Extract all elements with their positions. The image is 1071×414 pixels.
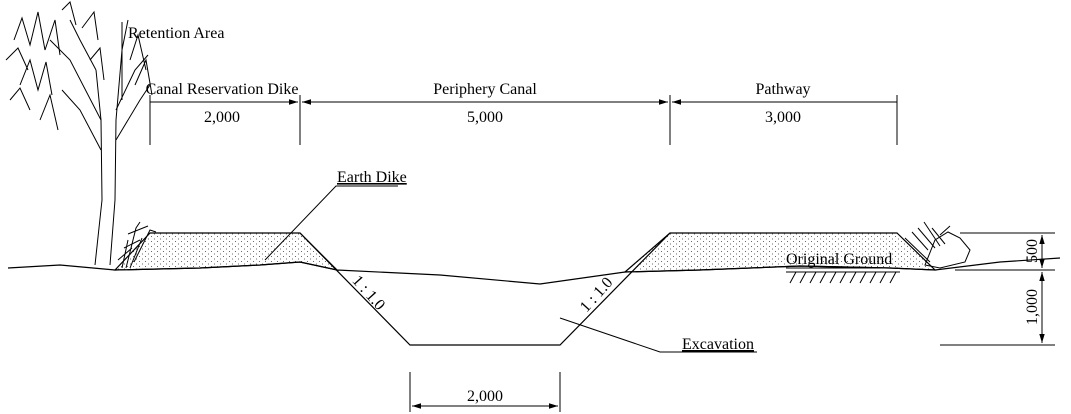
slope-left-label: 1 : 1.0 bbox=[348, 272, 388, 313]
bottom-dimension-lines bbox=[409, 372, 561, 412]
excavation-label: Excavation bbox=[682, 336, 754, 353]
ground-hatching bbox=[786, 271, 900, 284]
tree-icon bbox=[5, 1, 153, 266]
canal-depth-value: 1,000 bbox=[1024, 289, 1041, 325]
pathway-label: Pathway bbox=[755, 81, 810, 98]
right-dimension-lines bbox=[940, 232, 1055, 346]
earth-dike-leader bbox=[264, 185, 398, 261]
bush-right-icon bbox=[904, 221, 971, 269]
dike-height-value: 500 bbox=[1024, 239, 1041, 263]
bottom-width-value: 2,000 bbox=[467, 388, 503, 405]
pathway-width-value: 3,000 bbox=[765, 109, 801, 126]
retention-area-label: Retention Area bbox=[128, 25, 224, 42]
original-ground-line bbox=[7, 257, 1061, 285]
canal-reservation-dike-label: Canal Reservation Dike bbox=[146, 81, 299, 98]
excavation-leader bbox=[559, 317, 757, 353]
original-ground-label: Original Ground bbox=[786, 251, 892, 268]
slope-right-label: 1 : 1.0 bbox=[577, 274, 617, 315]
top-dimension-lines bbox=[149, 95, 898, 145]
canal-section bbox=[299, 232, 671, 346]
canal-width-value: 5,000 bbox=[467, 109, 503, 126]
earth-dike-label: Earth Dike bbox=[337, 169, 407, 186]
periphery-canal-label: Periphery Canal bbox=[433, 81, 537, 98]
dike-width-value: 2,000 bbox=[204, 109, 240, 126]
bush-left-icon bbox=[117, 221, 157, 269]
left-earth-dike bbox=[113, 232, 339, 272]
